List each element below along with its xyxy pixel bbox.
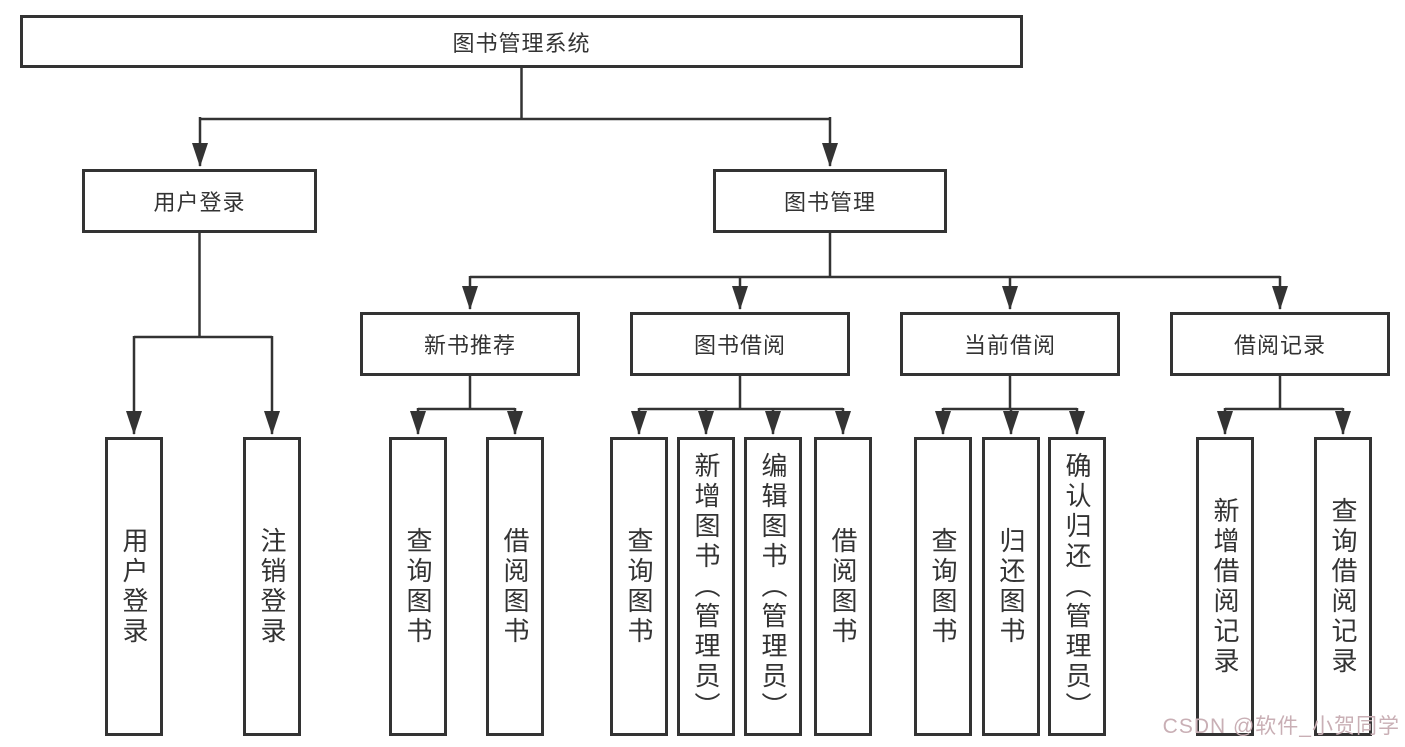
leaf-label: 借阅图书: [828, 526, 858, 647]
leaf-borrow-books: 借阅图书: [814, 437, 872, 736]
node-library-management-system: 图书管理系统: [20, 15, 1023, 68]
leaf-label: 用户登录: [119, 526, 149, 647]
leaf-label: 注销登录: [257, 526, 287, 647]
leaf-label: 查询图书: [928, 526, 958, 647]
node-book-borrow: 图书借阅: [630, 312, 850, 376]
leaf-query-books: 查询图书: [914, 437, 972, 736]
leaf-user-login: 用户登录: [105, 437, 163, 736]
leaf-query-borrow-record: 查询借阅记录: [1314, 437, 1372, 736]
node-user-login: 用户登录: [82, 169, 317, 233]
leaf-edit-books-admin: 编辑图书（管理员）: [744, 437, 802, 736]
leaf-query-books: 查询图书: [389, 437, 447, 736]
node-label: 当前借阅: [963, 333, 1056, 358]
node-label: 图书借阅: [693, 333, 786, 358]
leaf-label: 查询图书: [403, 526, 433, 647]
leaf-label: 新增借阅记录: [1210, 496, 1240, 677]
leaf-label: 编辑图书（管理员）: [758, 451, 788, 722]
leaf-confirm-return-admin: 确认归还（管理员）: [1048, 437, 1106, 736]
node-current-borrow: 当前借阅: [900, 312, 1120, 376]
node-label: 用户登录: [153, 190, 246, 215]
node-label: 图书管理系统: [452, 30, 591, 56]
node-label: 新书推荐: [423, 333, 516, 358]
leaf-label: 查询图书: [624, 526, 654, 647]
leaf-add-books-admin: 新增图书（管理员）: [677, 437, 735, 736]
node-book-management: 图书管理: [713, 169, 947, 233]
leaf-label: 归还图书: [996, 526, 1026, 647]
node-borrow-records: 借阅记录: [1170, 312, 1390, 376]
csdn-watermark: CSDN @软件_小贺同学: [1162, 715, 1400, 738]
leaf-label: 确认归还（管理员）: [1062, 451, 1092, 722]
leaf-label: 借阅图书: [500, 526, 530, 647]
leaf-query-books: 查询图书: [610, 437, 668, 736]
leaf-add-borrow-record: 新增借阅记录: [1196, 437, 1254, 736]
node-label: 借阅记录: [1233, 333, 1326, 358]
leaf-label: 查询借阅记录: [1328, 496, 1358, 677]
leaf-logout: 注销登录: [243, 437, 301, 736]
leaf-borrow-books: 借阅图书: [486, 437, 544, 736]
node-new-book-recommend: 新书推荐: [360, 312, 580, 376]
leaf-label: 新增图书（管理员）: [691, 451, 721, 722]
node-label: 图书管理: [783, 190, 876, 215]
leaf-return-books: 归还图书: [982, 437, 1040, 736]
